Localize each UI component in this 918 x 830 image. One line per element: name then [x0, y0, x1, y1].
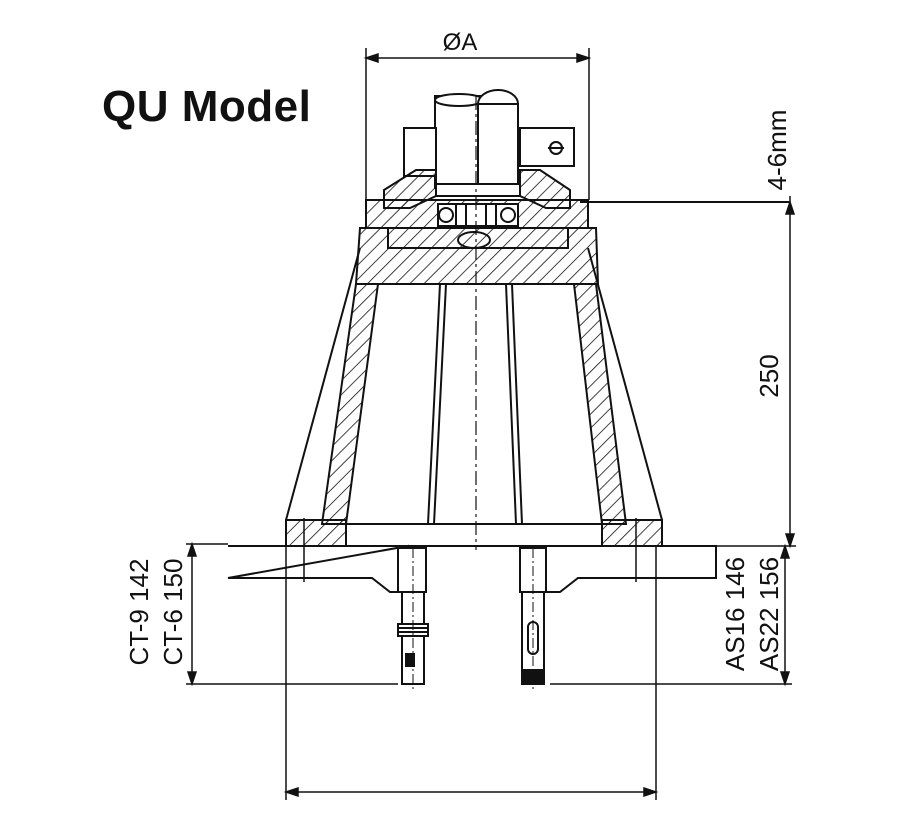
right-model-line2: AS22 156 — [754, 557, 784, 671]
left-model-line1: CT-9 142 — [124, 559, 154, 666]
flange-hole-lines — [303, 518, 637, 582]
right-spindle — [521, 548, 545, 690]
right-lower-dimension — [550, 543, 792, 687]
diameter-dimension — [363, 48, 592, 200]
cone-body — [285, 227, 663, 547]
left-lower-dimension — [186, 541, 398, 687]
right-model-line1: AS16 146 — [720, 557, 750, 671]
model-title: QU Model — [102, 82, 312, 131]
gap-label: 4-6mm — [762, 110, 792, 191]
base-plate — [227, 544, 717, 593]
left-model-line2: CT-6 150 — [158, 559, 188, 666]
left-spindle — [397, 548, 429, 690]
height-label: 250 — [754, 354, 784, 397]
drive-head — [365, 89, 589, 249]
bottom-width-dimension — [283, 546, 659, 800]
diameter-label: ØA — [443, 29, 478, 56]
height-dimension — [660, 196, 796, 549]
